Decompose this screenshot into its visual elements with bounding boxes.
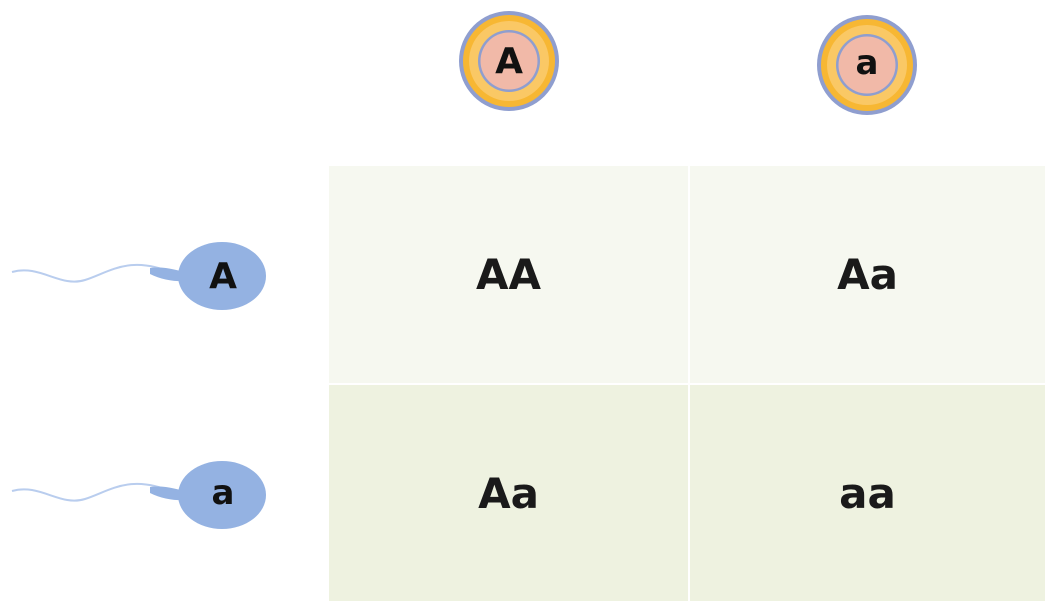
egg-allele-label: A [495,40,523,82]
egg-allele-label: a [855,43,879,83]
egg-cell-icon-A: A [457,9,561,113]
sperm-cell-icon-a: a [0,455,268,535]
sperm-cell-icon-A: A [0,236,268,316]
punnett-square: AA Aa Aa aa [329,166,1045,601]
egg-cell-icon-a: a [815,13,919,117]
genotype-cell: AA [329,166,688,383]
sperm-allele-label: a [211,473,235,513]
sperm-allele-label: A [209,255,237,297]
genotype-cell: aa [688,383,1045,601]
genotype-cell: Aa [688,166,1045,383]
genotype-cell: Aa [329,383,688,601]
